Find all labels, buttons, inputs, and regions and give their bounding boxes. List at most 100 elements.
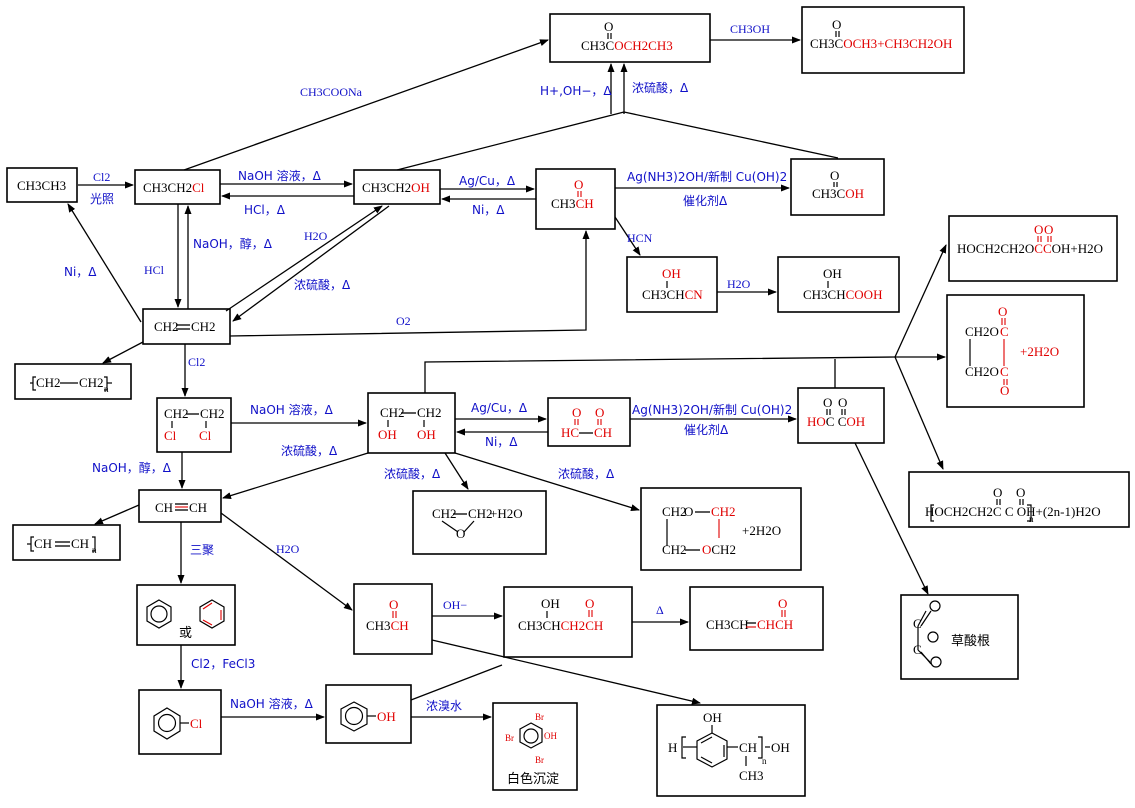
svg-text:O: O (1016, 485, 1025, 500)
box-dioxane (640, 487, 802, 571)
svg-text:CH: CH (71, 536, 89, 551)
arrow-glycol-acetylene (222, 452, 369, 499)
cond-trimer: 三聚 (190, 543, 214, 557)
cond-cl2-fecl3: Cl2，FeCl3 (191, 657, 255, 671)
line-glycol-branch (424, 356, 896, 393)
svg-text:CH2: CH2 (154, 319, 179, 334)
polyester-structure: HOCH2CH2C C OH+(2n-1)H2O n O O (925, 485, 1101, 524)
cond-ni-delta: Ni，Δ (64, 265, 97, 279)
box-glyoxal (547, 397, 631, 447)
svg-text:CH2: CH2 (468, 506, 493, 521)
cond-h2so4-dioxane: 浓硫酸，Δ (558, 466, 615, 481)
box-acetylene (138, 489, 222, 523)
svg-text:OCH2: OCH2 (702, 542, 736, 557)
svg-text:Br: Br (535, 712, 544, 722)
box-acetaldehyde (535, 168, 616, 230)
ethanol-formula: CH3CH2OH (362, 180, 430, 195)
arrow-to-polyester (894, 356, 944, 470)
svg-text:OH: OH (662, 266, 681, 281)
svg-text:CH2: CH2 (711, 504, 736, 519)
acetaldehyde-structure: CH3CH O (551, 177, 594, 211)
svg-text:或: 或 (179, 626, 192, 641)
box-lactic-acid (777, 256, 900, 313)
svg-text:CH2: CH2 (380, 405, 405, 420)
svg-text:+2H2O: +2H2O (1020, 344, 1059, 359)
cond-ch3coona: CH3COONa (300, 85, 363, 99)
cond-h2o-hydration: H2O (276, 542, 300, 556)
svg-text:n: n (762, 756, 767, 766)
svg-text:H: H (668, 740, 677, 755)
cond-naoh-aq-2: NaOH 溶液，Δ (250, 402, 334, 417)
svg-text:CH3CHCOOH: CH3CHCOOH (803, 287, 882, 302)
line-acid-ester (623, 111, 839, 159)
ethylene-oxide-structure: CH2 CH2 +H2O O (432, 506, 523, 541)
svg-text:OH: OH (771, 740, 790, 755)
arrow-ethanol-ethylene (232, 205, 390, 322)
svg-text:CH: CH (34, 536, 52, 551)
svg-text:CH2: CH2 (417, 405, 442, 420)
cond-h2o-hydrolysis: H2O (727, 277, 751, 291)
svg-text:CH2: CH2 (432, 506, 457, 521)
svg-text:CH2: CH2 (200, 406, 225, 421)
box-ethylene-glycol (367, 392, 456, 454)
box-phenol (325, 684, 412, 744)
svg-text:+2H2O: +2H2O (742, 523, 781, 538)
cond-h2so4: 浓硫酸，Δ (632, 80, 689, 95)
cond-catalyst-2: 催化剂Δ (684, 422, 729, 437)
svg-text:O: O (595, 405, 604, 420)
line-phenol-resin (410, 664, 503, 701)
svg-text:CH3CHCH2CH: CH3CHCH2CH (518, 618, 603, 633)
svg-text:CH3COCH3+CH3CH2OH: CH3COCH3+CH3CH2OH (810, 36, 952, 51)
svg-text:HOCH2CH2C C OH+(2n-1)H2O: HOCH2CH2C C OH+(2n-1)H2O (925, 504, 1101, 519)
phenolic-resin-structure: OH H CH n OH CH3 (668, 710, 790, 783)
svg-text:OH: OH (703, 710, 722, 725)
svg-text:C: C (913, 616, 922, 631)
svg-text:O: O (830, 168, 839, 183)
tribromophenol-structure: Br Br Br OH 白色沉淀 (505, 712, 559, 787)
aldol-structure: OH CH3CHCH2CH O (518, 596, 603, 633)
arrow-ethylene-polyethylene (102, 341, 144, 364)
cond-catalyst: 催化剂Δ (683, 193, 728, 208)
box-crotonaldehyde (689, 586, 824, 651)
svg-text:O: O (993, 485, 1002, 500)
ethane-formula: CH3CH3 (17, 178, 66, 193)
svg-text:CH2: CH2 (662, 504, 687, 519)
svg-text:CH3CHCN: CH3CHCN (642, 287, 703, 302)
svg-text:HOCH2CH2OCCOH+H2O: HOCH2CH2OCCOH+H2O (957, 241, 1103, 256)
cond-h2so4-oxide: 浓硫酸，Δ (384, 466, 441, 481)
arrow-to-ester-chain (894, 244, 947, 358)
phenol-structure: OH (340, 701, 396, 732)
svg-text:草酸根: 草酸根 (951, 634, 990, 649)
svg-text:Cl: Cl (199, 428, 212, 443)
svg-text:CH2: CH2 (191, 319, 216, 334)
cond-bromine-water: 浓溴水 (426, 699, 462, 713)
arrow-ethylene-ethane (67, 203, 142, 323)
cond-h2o: H2O (304, 229, 328, 243)
svg-text:CH3CH: CH3CH (551, 196, 594, 211)
cond-h2so4-ethylene: 浓硫酸，Δ (294, 277, 351, 292)
box-polyethylene (14, 363, 132, 400)
svg-text:O: O (572, 405, 581, 420)
svg-text:O: O (778, 596, 787, 611)
svg-text:CH3COH: CH3COH (812, 186, 864, 201)
ethylene-glycol-structure: CH2 CH2 OH OH (378, 405, 442, 442)
arrow-acetylene-acetaldehyde (220, 512, 353, 611)
svg-text:CH2: CH2 (164, 406, 189, 421)
cond-agcu: Ag/Cu，Δ (459, 174, 516, 188)
svg-text:O: O (456, 526, 465, 541)
oxalate-structure: C C 草酸根 (913, 600, 990, 668)
cyanohydrin-structure: OH CH3CHCN (642, 266, 703, 302)
cond-cl2-addition: Cl2 (188, 355, 205, 369)
arrow-acetaldehyde-cyanohydrin (614, 216, 641, 256)
cond-tollens: Ag(NH3)2OH/新制 Cu(OH)2 (627, 169, 787, 184)
line-ethanol-ester (396, 111, 625, 171)
box-benzene (136, 584, 236, 646)
box-ethane (6, 167, 78, 203)
ester-chain-structure: HOCH2CH2OCCOH+H2O O O (957, 222, 1103, 256)
svg-text:HC: HC (561, 425, 579, 440)
cond-naoh-alc-2: NaOH，醇，Δ (92, 460, 172, 475)
svg-text:CH: CH (739, 740, 757, 755)
svg-text:白色沉淀: 白色沉淀 (507, 771, 559, 787)
svg-text:OH: OH (377, 709, 396, 724)
svg-text:O: O (1034, 222, 1043, 237)
